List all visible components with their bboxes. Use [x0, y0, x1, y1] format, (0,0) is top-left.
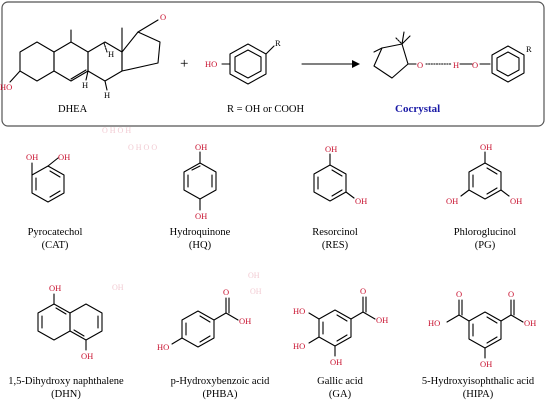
res-oh-1: OH — [325, 144, 337, 154]
hq-abbr: (HQ) — [189, 240, 212, 251]
phba-carbonyl-o: O — [223, 287, 229, 297]
phenol-r-structure: HO R — [205, 38, 281, 85]
dhn-abbr: (DHN) — [51, 389, 81, 400]
phba-phenol-oh: HO — [157, 342, 169, 352]
molecule-ga: HO HO OH O OH — [293, 286, 388, 367]
svg-text:OH: OH — [248, 271, 260, 280]
hipa-acid-oh-2: OH — [524, 318, 536, 328]
cocrystal-structure: O H O R — [373, 31, 532, 83]
cat-oh-2: OH — [58, 152, 70, 162]
hq-oh-2: OH — [195, 211, 207, 221]
pg-abbr: (PG) — [475, 240, 496, 251]
dhea-structure: O HO H H H — [0, 12, 166, 100]
pg-oh-3: OH — [510, 196, 522, 206]
ga-oh-2: HO — [293, 341, 305, 351]
phba-acid-oh: OH — [239, 316, 251, 326]
phenol-r: R — [275, 38, 281, 48]
pg-oh-1: OH — [480, 142, 492, 152]
dhea-h2: H — [82, 80, 88, 90]
dhea-h3: H — [104, 90, 110, 100]
ga-oh-3: OH — [330, 357, 342, 367]
cat-oh-1: OH — [26, 152, 38, 162]
res-name: Resorcinol — [312, 227, 358, 238]
scheme-frame — [1, 1, 545, 127]
molecule-cat: OH OH — [26, 152, 70, 203]
molecule-phba: O OH HO — [157, 287, 251, 352]
dhea-ketone-o: O — [160, 12, 166, 22]
hipa-acid-oh-1: HO — [428, 318, 440, 328]
hq-name: Hydroquinone — [170, 227, 231, 238]
dhn-oh-1: OH — [49, 283, 61, 293]
cocrystal-label: Cocrystal — [395, 103, 440, 115]
dhn-oh-2: OH — [81, 351, 93, 361]
cocrystal-r: R — [526, 44, 532, 54]
molecule-pg: OH OH OH — [446, 142, 522, 206]
dhea-hydroxyl: HO — [0, 82, 12, 92]
svg-text:O H O O: O H O O — [128, 143, 157, 152]
molecule-dhn: OH OH — [37, 283, 103, 361]
svg-text:O H O H: O H O H — [102, 126, 131, 135]
cat-abbr: (CAT) — [42, 240, 69, 251]
molecule-hipa: O O HO OH OH — [428, 289, 536, 369]
dhea-label: DHEA — [58, 104, 88, 115]
hipa-phenol-oh: OH — [480, 359, 492, 369]
r-group-note: R = OH or COOH — [227, 104, 305, 115]
cocrystal-ketone-o: O — [417, 60, 423, 70]
phba-abbr: (PHBA) — [202, 389, 238, 400]
dhn-name: 1,5-Dihydroxy naphthalene — [8, 376, 124, 387]
res-oh-2: OH — [355, 196, 367, 206]
dhea-h1: H — [108, 49, 114, 59]
cat-name: Pyrocatechol — [28, 227, 83, 238]
phba-name: p-Hydroxybenzoic acid — [171, 376, 271, 387]
pg-oh-2: OH — [446, 196, 458, 206]
hipa-carbonyl-o-1: O — [456, 289, 462, 299]
hipa-carbonyl-o-2: O — [508, 289, 514, 299]
res-abbr: (RES) — [322, 240, 349, 251]
svg-text:OH: OH — [112, 283, 124, 292]
cocrystal-h: H — [453, 60, 459, 70]
molecule-res: OH OH — [313, 144, 367, 206]
hipa-abbr: (HIPA) — [463, 389, 494, 400]
molecule-hq: OH OH — [183, 142, 217, 221]
svg-text:OH: OH — [250, 287, 262, 296]
reaction-arrow — [301, 60, 360, 68]
hq-oh-1: OH — [195, 142, 207, 152]
ga-carbonyl-o: O — [360, 286, 366, 296]
ga-oh-1: HO — [293, 306, 305, 316]
cocrystal-phenol-o: O — [472, 60, 478, 70]
ga-name: Gallic acid — [317, 376, 364, 387]
pg-name: Phloroglucinol — [454, 227, 516, 238]
phenol-ho: HO — [205, 59, 217, 69]
hipa-name: 5-Hydroxyisophthalic acid — [422, 376, 535, 387]
plus-sign: + — [180, 56, 188, 72]
ga-acid-oh: OH — [376, 315, 388, 325]
ga-abbr: (GA) — [329, 389, 352, 400]
